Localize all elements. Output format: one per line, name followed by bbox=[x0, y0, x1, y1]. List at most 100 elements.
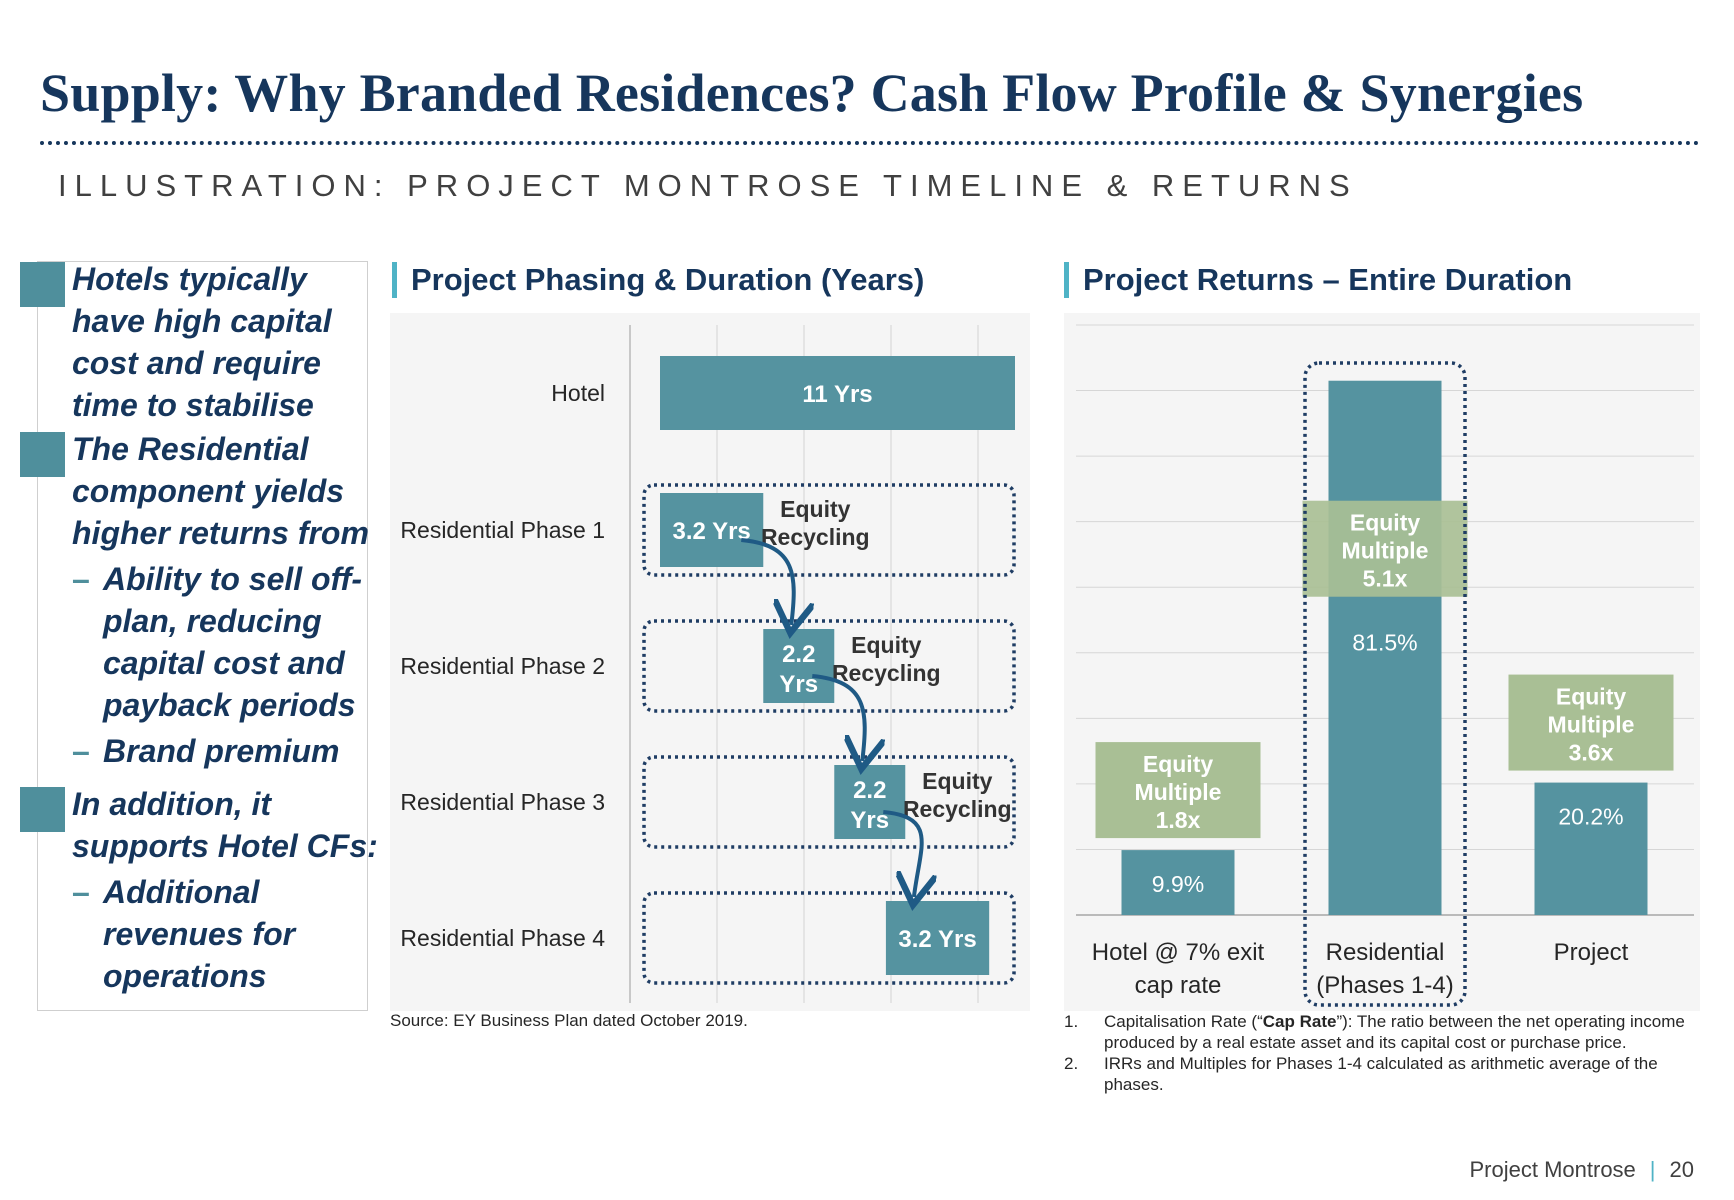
returns-bar bbox=[1534, 782, 1648, 915]
footnote-number: 2. bbox=[1064, 1054, 1079, 1073]
page-subtitle: ILLUSTRATION: PROJECT MONTROSE TIMELINE … bbox=[58, 168, 1358, 203]
bullet-text-line: cost and require bbox=[72, 345, 321, 381]
sub-bullet-text-line: Additional bbox=[103, 874, 260, 910]
footnote: 1. Capitalisation Rate (“Cap Rate”): The … bbox=[1064, 1011, 1704, 1053]
equity-recycling-arrow bbox=[883, 810, 921, 897]
phasing-category-label: Residential Phase 3 bbox=[400, 789, 605, 815]
equity-multiple-label: Equity bbox=[1143, 751, 1213, 777]
bullet-text-line: In addition, it bbox=[72, 786, 272, 822]
bullet-text-line: component yields bbox=[72, 473, 345, 509]
equity-multiple-label: Multiple bbox=[1342, 538, 1429, 564]
bullet-text-line: higher returns from bbox=[72, 515, 369, 551]
bullet-text-line: The Residential bbox=[72, 431, 309, 467]
returns-value-label: 9.9% bbox=[1152, 871, 1204, 897]
title-divider bbox=[40, 141, 1700, 145]
phasing-phase-frame bbox=[642, 891, 1016, 985]
footnote-term: Cap Rate bbox=[1262, 1012, 1337, 1031]
sub-bullet-dash: – bbox=[72, 561, 90, 597]
equity-multiple-label: Equity bbox=[1350, 510, 1420, 536]
page-title: Supply: Why Branded Residences? Cash Flo… bbox=[40, 63, 1584, 123]
footnotes: 1. Capitalisation Rate (“Cap Rate”): The … bbox=[1064, 1011, 1704, 1095]
footnote-text-part: ”): The ratio between the net operating … bbox=[1104, 1012, 1685, 1052]
returns-value-label: 20.2% bbox=[1558, 804, 1623, 830]
equity-recycling-arrow bbox=[812, 674, 864, 761]
equity-multiple-value: 5.1x bbox=[1363, 566, 1408, 592]
footnote: 2. IRRs and Multiples for Phases 1-4 calc… bbox=[1064, 1053, 1704, 1095]
phasing-chart-title: Project Phasing & Duration (Years) bbox=[392, 262, 924, 298]
phasing-bar-label: 2.2 bbox=[782, 641, 815, 668]
phasing-bar bbox=[885, 901, 990, 975]
source-note: Source: EY Business Plan dated October 2… bbox=[390, 1011, 748, 1030]
returns-category-label: (Phases 1-4) bbox=[1316, 972, 1453, 999]
sub-bullet-text-line: revenues for bbox=[103, 916, 296, 952]
bullet-marker bbox=[20, 262, 65, 307]
phasing-bar-label: 3.2 Yrs bbox=[898, 926, 976, 953]
phasing-bar bbox=[660, 493, 764, 567]
sub-bullet-text-line: capital cost and bbox=[103, 645, 345, 681]
phasing-category-label: Residential Phase 4 bbox=[400, 925, 605, 951]
equity-multiple-label: Equity bbox=[1556, 684, 1626, 710]
footnote-text: IRRs and Multiples for Phases 1-4 calcul… bbox=[1104, 1053, 1704, 1095]
equity-multiple-label: Multiple bbox=[1135, 779, 1222, 805]
sub-bullet-text-line: plan, reducing bbox=[103, 603, 322, 639]
sub-bullet-text-line: Brand premium bbox=[103, 733, 340, 769]
phasing-equity-note: Recycling bbox=[832, 660, 941, 686]
phasing-equity-note: Equity bbox=[780, 496, 850, 522]
footer-project: Project Montrose bbox=[1469, 1157, 1636, 1182]
footer-separator: | bbox=[1649, 1157, 1656, 1182]
page-number: 20 bbox=[1669, 1157, 1694, 1182]
returns-value-label: 81.5% bbox=[1352, 630, 1417, 656]
phasing-equity-note: Equity bbox=[851, 632, 921, 658]
phasing-category-label: Residential Phase 2 bbox=[400, 653, 605, 679]
bullet-marker bbox=[20, 787, 65, 832]
returns-category-label: Residential bbox=[1326, 939, 1445, 966]
phasing-bar-label: Yrs bbox=[850, 807, 889, 834]
equity-recycling-arrow bbox=[741, 538, 793, 625]
returns-category-label: Project bbox=[1554, 939, 1629, 966]
phasing-phase-frame bbox=[642, 483, 1016, 577]
phasing-equity-note: Equity bbox=[922, 768, 992, 794]
phasing-phase-frame bbox=[642, 619, 1016, 713]
footnote-text-part: IRRs and Multiples for Phases 1-4 calcul… bbox=[1104, 1054, 1658, 1094]
phasing-equity-note: Recycling bbox=[903, 796, 1012, 822]
sub-bullet-text-line: Ability to sell off- bbox=[103, 561, 362, 597]
footnote-number: 1. bbox=[1064, 1012, 1079, 1031]
phasing-category-label: Residential Phase 1 bbox=[400, 517, 605, 543]
phasing-equity-note: Recycling bbox=[761, 524, 870, 550]
phasing-bar-label: 11 Yrs bbox=[802, 381, 872, 408]
bullet-text-line: Hotels typically bbox=[72, 261, 307, 297]
phasing-bar-label: 2.2 bbox=[853, 777, 886, 804]
residential-highlight-frame bbox=[1303, 361, 1467, 1007]
sub-bullet-text-line: operations bbox=[103, 958, 267, 994]
page-footer: Project Montrose | 20 bbox=[1470, 1157, 1695, 1183]
returns-category-label: Hotel @ 7% exit bbox=[1092, 939, 1265, 966]
key-points-box bbox=[37, 261, 368, 1011]
phasing-category-label: Hotel bbox=[551, 380, 605, 406]
equity-multiple-box bbox=[1508, 674, 1674, 771]
phasing-bar-label: 3.2 Yrs bbox=[672, 518, 750, 545]
footnote-text-part: Capitalisation Rate (“ bbox=[1104, 1012, 1263, 1031]
bullet-marker bbox=[20, 432, 65, 477]
returns-chart-title: Project Returns – Entire Duration bbox=[1064, 262, 1572, 298]
bullet-text-line: time to stabilise bbox=[72, 387, 314, 423]
phasing-bar bbox=[763, 629, 835, 703]
equity-multiple-box bbox=[1302, 500, 1468, 597]
returns-category-label: cap rate bbox=[1135, 972, 1222, 999]
sub-bullet-text-line: payback periods bbox=[103, 687, 356, 723]
equity-multiple-box bbox=[1095, 742, 1261, 839]
equity-multiple-label: Multiple bbox=[1548, 712, 1635, 738]
bullet-text-line: supports Hotel CFs: bbox=[72, 828, 378, 864]
footnote-text: Capitalisation Rate (“Cap Rate”): The ra… bbox=[1104, 1011, 1704, 1053]
equity-multiple-value: 1.8x bbox=[1156, 807, 1201, 833]
bullet-text-line: have high capital bbox=[72, 303, 332, 339]
returns-bar bbox=[1328, 380, 1442, 915]
sub-bullet-dash: – bbox=[72, 874, 90, 910]
phasing-bar-label: Yrs bbox=[779, 671, 818, 698]
returns-bar bbox=[1121, 850, 1235, 915]
phasing-bar bbox=[660, 356, 1015, 430]
equity-multiple-value: 3.6x bbox=[1569, 740, 1614, 766]
phasing-bar bbox=[834, 765, 906, 839]
phasing-phase-frame bbox=[642, 755, 1016, 849]
